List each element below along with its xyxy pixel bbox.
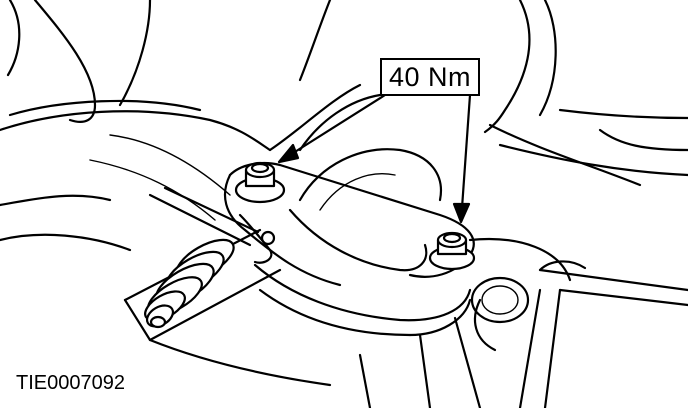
engine-block xyxy=(358,238,688,408)
nut-right xyxy=(428,231,476,271)
torque-callout: 40 Nm xyxy=(380,58,480,96)
nut-left xyxy=(234,161,286,204)
leader-arrows xyxy=(277,93,472,224)
exhaust-manifold xyxy=(0,83,382,387)
background-structure xyxy=(6,0,688,187)
figure-reference-code: TIE0007092 xyxy=(14,372,127,395)
spring-bolt-assembly xyxy=(144,186,276,329)
